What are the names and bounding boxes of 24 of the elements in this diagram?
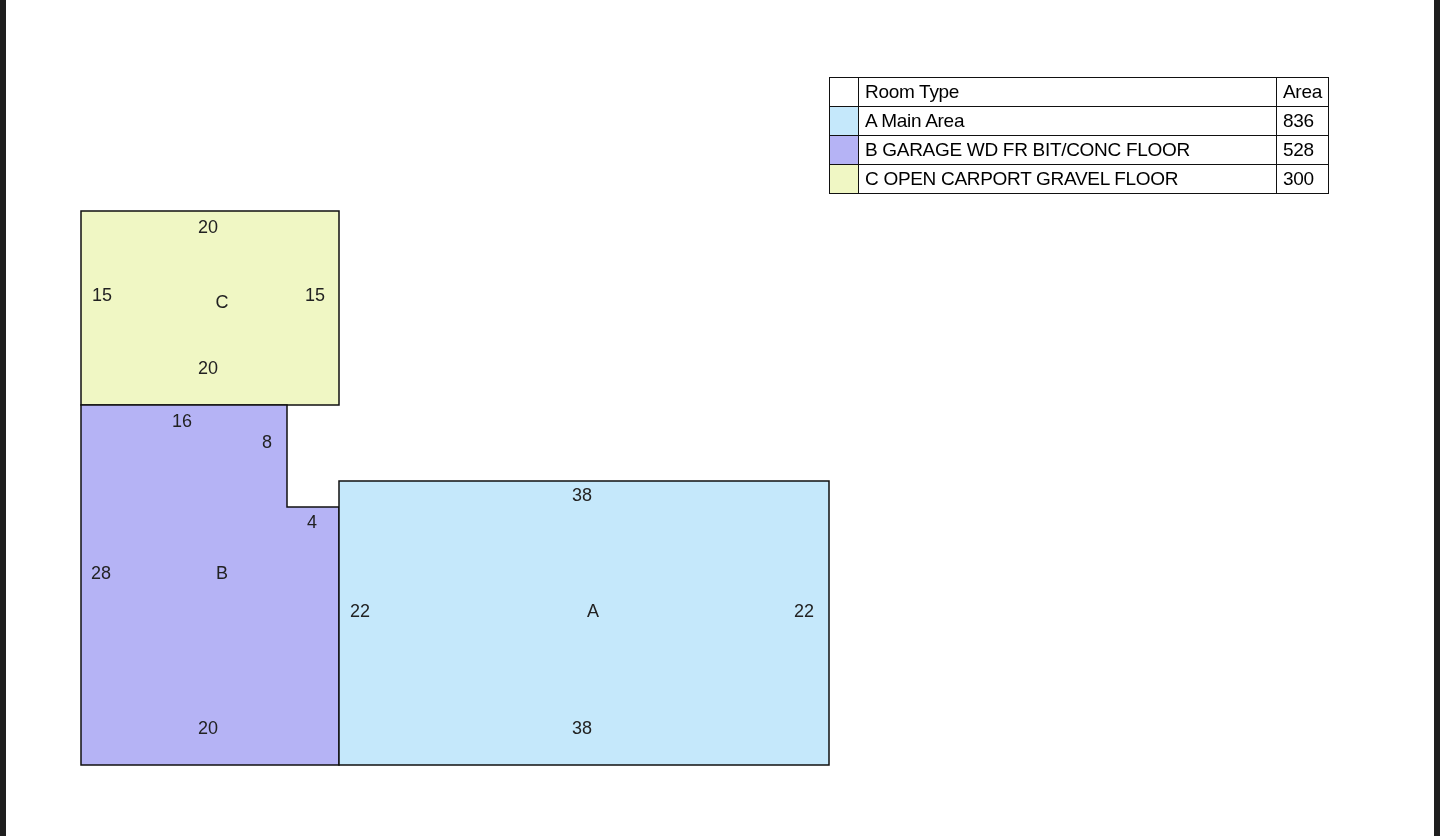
dimension-label: 28 [91, 562, 111, 584]
dimension-label: 4 [307, 511, 317, 533]
dimension-label: 20 [198, 357, 218, 379]
column-header: Area [1276, 77, 1329, 107]
area-value-cell: 528 [1276, 135, 1329, 165]
dimension-label: 20 [198, 216, 218, 238]
area-value-cell: 300 [1276, 164, 1329, 194]
dimension-label: 15 [305, 284, 325, 306]
room-letter: A [587, 600, 599, 622]
room-letter: C [215, 291, 229, 313]
room-type-cell: A Main Area [858, 106, 1277, 136]
area-value-cell: 836 [1276, 106, 1329, 136]
column-header: Room Type [858, 77, 1277, 107]
dimension-label: 22 [350, 600, 370, 622]
dimension-label: 8 [262, 431, 272, 453]
dimension-label: 16 [172, 410, 192, 432]
room-letter: B [216, 562, 228, 584]
dimension-label: 38 [572, 717, 592, 739]
dimension-label: 15 [92, 284, 112, 306]
dimension-label: 38 [572, 484, 592, 506]
room-type-cell: B GARAGE WD FR BIT/CONC FLOOR [858, 135, 1277, 165]
dimension-label: 20 [198, 717, 218, 739]
dimension-label: 22 [794, 600, 814, 622]
room-type-cell: C OPEN CARPORT GRAVEL FLOOR [858, 164, 1277, 194]
